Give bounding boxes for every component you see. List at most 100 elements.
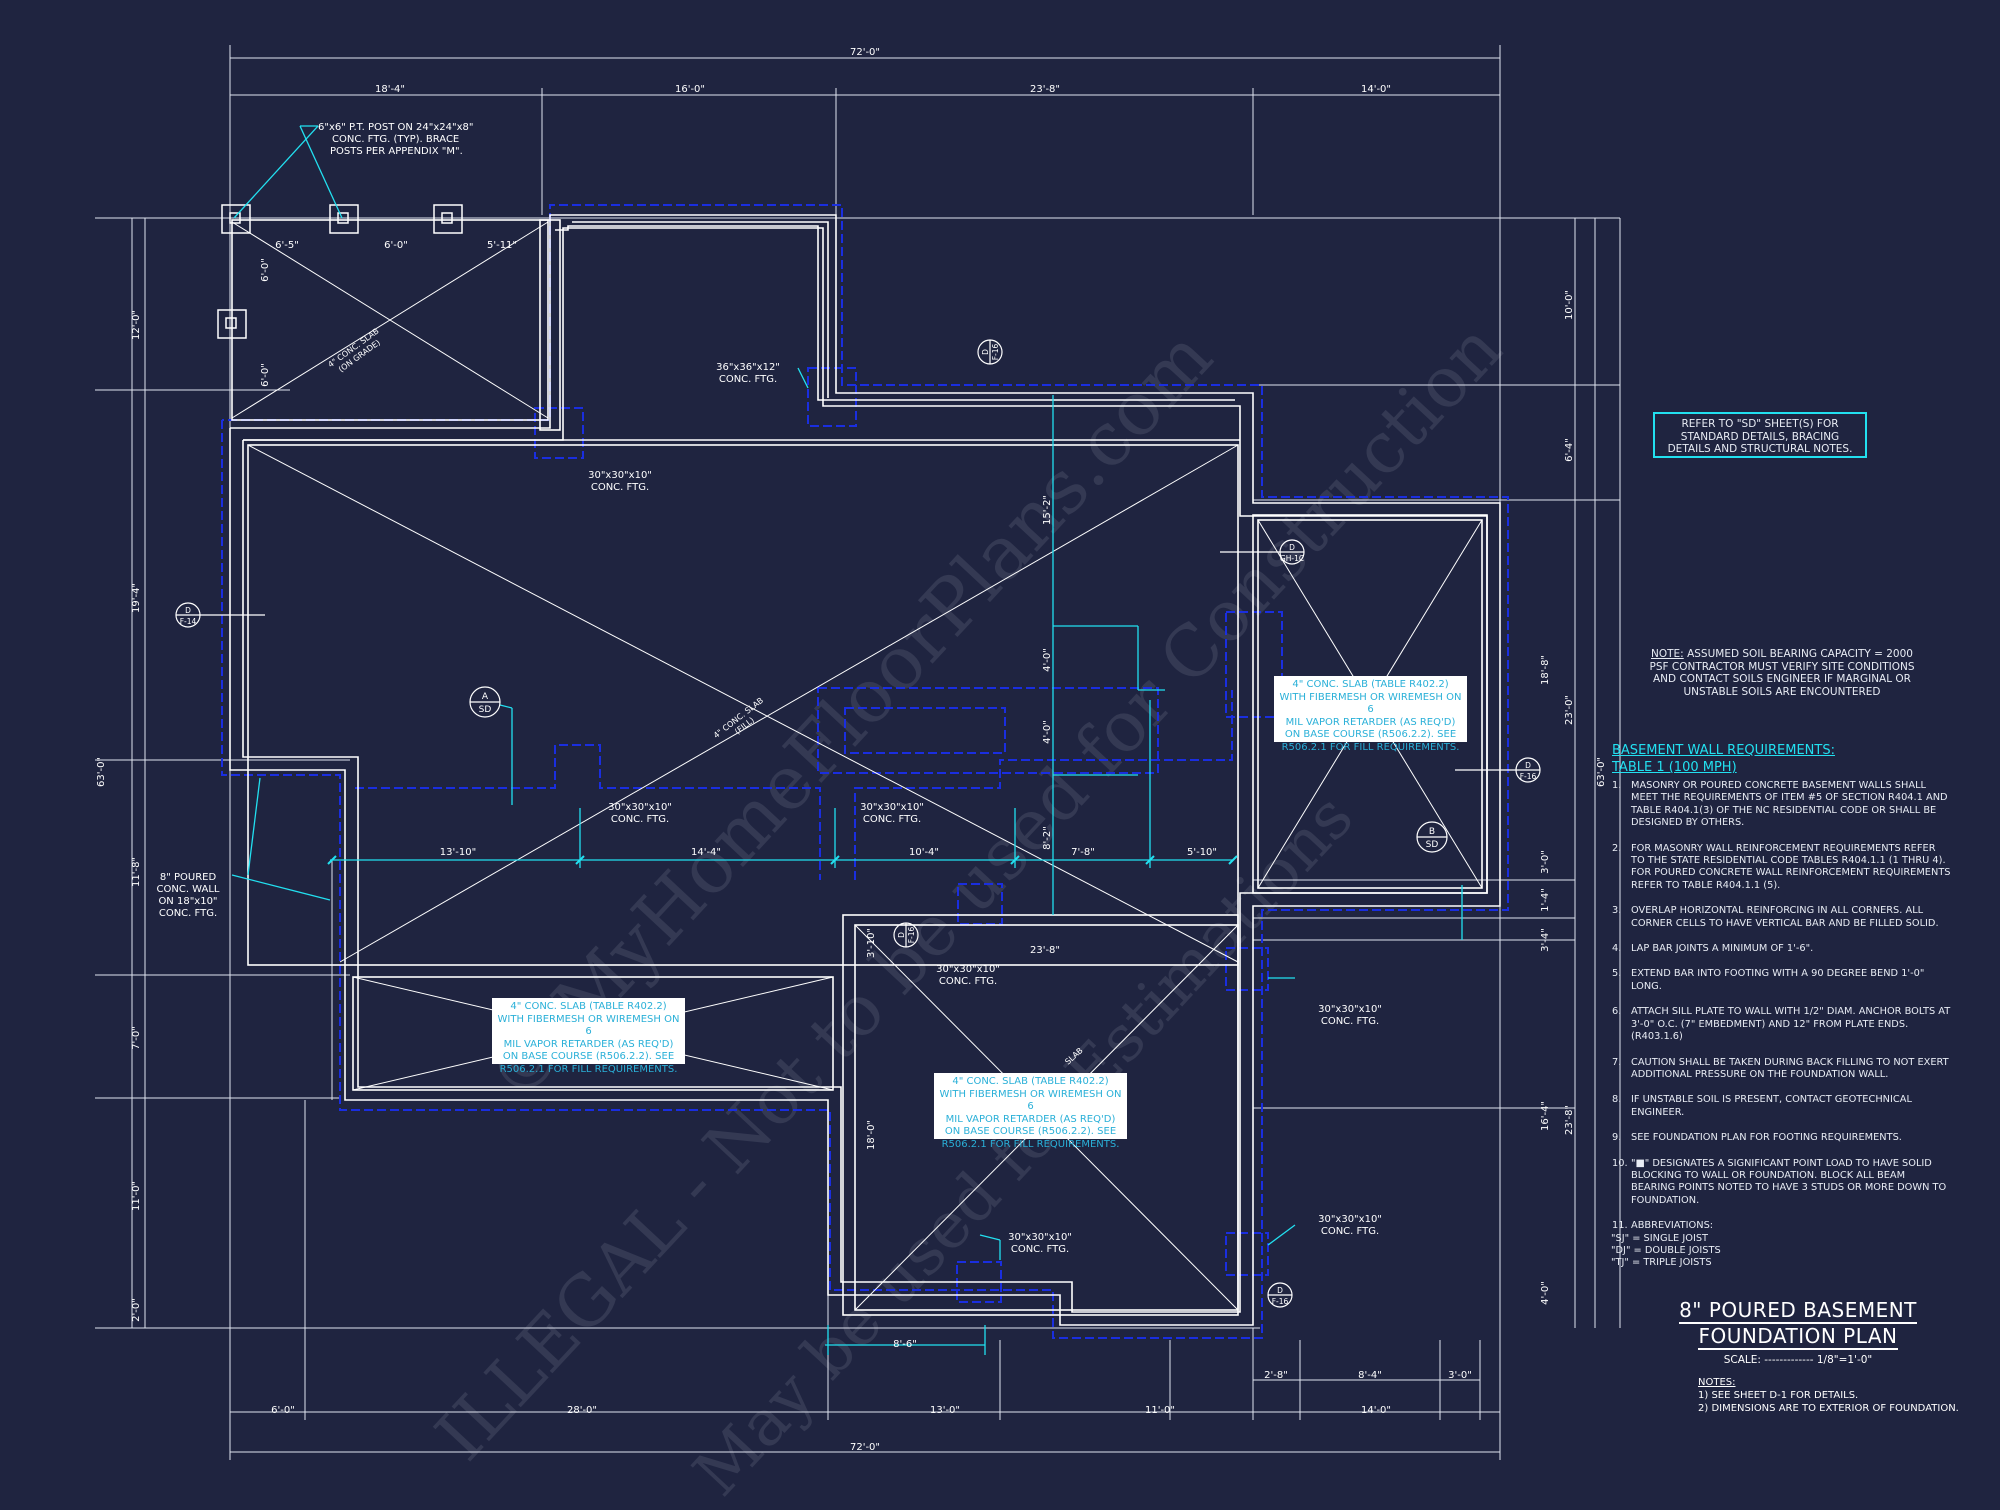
dim-int-q: 18'-0" bbox=[866, 1120, 877, 1150]
slab-note-line: MIL VAPOR RETARDER (AS REQ'D) bbox=[945, 1113, 1116, 1125]
wall-callout-3: ON 18"x10" bbox=[158, 896, 217, 907]
slab-note-right: 4" CONC. SLAB (TABLE R402.2) WITH FIBERM… bbox=[1274, 676, 1467, 753]
item-text: MASONRY OR POURED CONCRETE BASEMENT WALL… bbox=[1631, 780, 1948, 829]
slab-note-line: R506.2.1 FOR FILL REQUIREMENTS. bbox=[499, 1063, 678, 1075]
ftg-30-callout-b2: CONC. FTG. bbox=[611, 814, 669, 825]
dim-bottom-overall: 72'-0" bbox=[850, 1442, 880, 1453]
dim-int-n: 8'-2" bbox=[1042, 826, 1053, 850]
wall-requirements-list: 1. MASONRY OR POURED CONCRETE BASEMENT WA… bbox=[1612, 780, 1952, 1233]
dim-int-m: 4'-0" bbox=[1042, 720, 1053, 744]
section-1-letter: D bbox=[185, 606, 191, 615]
refbox-line: DETAILS AND STRUCTURAL NOTES. bbox=[1667, 443, 1853, 455]
section-1-sheet: F-14 bbox=[180, 617, 197, 626]
ftg-30-callout-f2: CONC. FTG. bbox=[1321, 1226, 1379, 1237]
dim-int-b: 6'-0" bbox=[384, 240, 408, 251]
wall-requirements-subheading: TABLE 1 (100 MPH) bbox=[1612, 760, 1737, 775]
dim-right-3: 18'-8" bbox=[1540, 655, 1551, 685]
drawing-scale: SCALE: ------------- 1/8"=1'-0" bbox=[1723, 1354, 1873, 1366]
section-4-letter: D bbox=[1525, 761, 1531, 770]
ftg-30-callout-g2: CONC. FTG. bbox=[1011, 1244, 1069, 1255]
slab-note-left: 4" CONC. SLAB (TABLE R402.2) WITH FIBERM… bbox=[492, 998, 685, 1075]
dim-bottom-r2: 8'-4" bbox=[1358, 1370, 1382, 1381]
ftg-36-callout-1: 36"x36"x12" bbox=[716, 362, 780, 373]
item-number: 10. bbox=[1612, 1157, 1628, 1169]
dim-right-2: 6'-4" bbox=[1564, 438, 1575, 462]
slab-note-line: WITH FIBERMESH OR WIREMESH ON 6 bbox=[497, 1013, 680, 1038]
soil-note-line-4: UNSTABLE SOILS ARE ENCOUNTERED bbox=[1683, 685, 1881, 698]
wall-callout-2: CONC. WALL bbox=[157, 884, 220, 895]
list-item: 3. OVERLAP HORIZONTAL REINFORCING IN ALL … bbox=[1612, 905, 1952, 930]
item-text: CAUTION SHALL BE TAKEN DURING BACK FILLI… bbox=[1631, 1056, 1949, 1080]
dim-top-2: 16'-0" bbox=[675, 84, 705, 95]
item-text: OVERLAP HORIZONTAL REINFORCING IN ALL CO… bbox=[1631, 905, 1939, 929]
post-callout-1: 6"x6" P.T. POST ON 24"x24"x8" bbox=[318, 122, 473, 133]
dim-int-c: 5'-11" bbox=[487, 240, 517, 251]
post-footings bbox=[217, 204, 463, 339]
dim-int-a: 6'-5" bbox=[275, 240, 299, 251]
item-number: 4. bbox=[1612, 943, 1622, 955]
dim-right-10: 4'-0" bbox=[1540, 1281, 1551, 1305]
section-2-sheet: F-16 bbox=[991, 343, 1000, 360]
section-5-letter: D bbox=[1277, 1286, 1283, 1295]
dim-bottom-2: 28'-0" bbox=[567, 1405, 597, 1416]
title-line-2: FOUNDATION PLAN bbox=[1698, 1324, 1898, 1350]
list-item: 9.SEE FOUNDATION PLAN FOR FOOTING REQUIR… bbox=[1612, 1132, 1952, 1144]
dim-bottom-r1: 2'-8" bbox=[1264, 1370, 1288, 1381]
section-3-letter: D bbox=[1289, 543, 1295, 552]
dim-int-k: 15'-2" bbox=[1042, 495, 1053, 525]
dim-int-o: 23'-8" bbox=[1030, 945, 1060, 956]
title-note-2: 2) DIMENSIONS ARE TO EXTERIOR OF FOUNDAT… bbox=[1698, 1403, 1959, 1414]
dim-top-4: 14'-0" bbox=[1361, 84, 1391, 95]
ftg-30-callout-a1: 30"x30"x10" bbox=[588, 470, 652, 481]
dim-left-6: 2'-0" bbox=[131, 1298, 142, 1322]
slab-note-line: ON BASE COURSE (R506.2.2). SEE bbox=[1284, 729, 1457, 740]
slab-note-line: ON BASE COURSE (R506.2.2). SEE bbox=[944, 1126, 1117, 1137]
soil-note-line-3: AND CONTACT SOILS ENGINEER IF MARGINAL O… bbox=[1653, 673, 1911, 685]
section-6-letter: D bbox=[897, 932, 906, 938]
item-number: 5. bbox=[1612, 968, 1622, 980]
section-3-sheet: GH-1C bbox=[1280, 554, 1304, 563]
dim-right-7: 3'-4" bbox=[1540, 928, 1551, 952]
slab-note-line: 4" CONC. SLAB (TABLE R402.2) bbox=[510, 1001, 667, 1012]
dim-ticks bbox=[327, 855, 1238, 865]
dim-right-5: 3'-0" bbox=[1540, 850, 1551, 874]
drawing-title-block: 8" POURED BASEMENT FOUNDATION PLAN SCALE… bbox=[1668, 1298, 1928, 1366]
dim-int-g: 14'-4" bbox=[691, 847, 721, 858]
foundation-walls bbox=[229, 214, 1501, 1326]
section-6-sheet: F-16 bbox=[907, 926, 916, 943]
dim-left-5: 11'-0" bbox=[131, 1181, 142, 1211]
dim-right-4: 23'-0" bbox=[1564, 695, 1575, 725]
sd-reference-box: REFER TO "SD" SHEET(S) FOR STANDARD DETA… bbox=[1653, 412, 1867, 458]
annotation-leaders bbox=[231, 125, 1463, 1355]
dim-int-j: 5'-10" bbox=[1187, 847, 1217, 858]
item-number: 3. bbox=[1612, 905, 1622, 917]
slab-note-line: WITH FIBERMESH OR WIREMESH ON 6 bbox=[939, 1088, 1122, 1113]
dim-left-3: 11'-8" bbox=[131, 857, 142, 887]
slab-note-line: MIL VAPOR RETARDER (AS REQ'D) bbox=[1285, 716, 1456, 728]
post-callout-3: POSTS PER APPENDIX "M". bbox=[330, 146, 463, 157]
ftg-30-callout-f1: 30"x30"x10" bbox=[1318, 1214, 1382, 1225]
ftg-30-callout-d2: CONC. FTG. bbox=[939, 976, 997, 987]
grid-lines bbox=[95, 45, 1621, 1460]
item-text: ABBREVIATIONS: bbox=[1631, 1220, 1714, 1232]
refbox-line: REFER TO "SD" SHEET(S) FOR bbox=[1681, 418, 1839, 430]
slab-note-line: 4" CONC. SLAB (TABLE R402.2) bbox=[952, 1076, 1109, 1087]
list-item: 6.ATTACH SILL PLATE TO WALL WITH 1/2" DI… bbox=[1612, 1006, 1952, 1043]
section-2-letter: D bbox=[981, 349, 990, 355]
refbox-line: STANDARD DETAILS, BRACING bbox=[1680, 430, 1840, 443]
item-number: 1. bbox=[1612, 780, 1622, 791]
title-note-1: 1) SEE SHEET D-1 FOR DETAILS. bbox=[1698, 1390, 1859, 1401]
item-text: IF UNSTABLE SOIL IS PRESENT, CONTACT GEO… bbox=[1631, 1094, 1912, 1118]
dim-top-3: 23'-8" bbox=[1030, 84, 1060, 95]
abbreviations: "SJ" = SINGLE JOIST "DJ" = DOUBLE JOISTS… bbox=[1611, 1233, 1952, 1270]
list-item: 7. CAUTION SHALL BE TAKEN DURING BACK FIL… bbox=[1612, 1057, 1952, 1082]
slab-note-line: 4" CONC. SLAB (TABLE R402.2) bbox=[1292, 679, 1449, 690]
item-text: ATTACH SILL PLATE TO WALL WITH 1/2" DIAM… bbox=[1631, 1006, 1951, 1043]
item-number: 11. bbox=[1612, 1220, 1628, 1232]
ftg-30-callout-g1: 30"x30"x10" bbox=[1008, 1232, 1072, 1243]
slab-note-line: R506.2.1 FOR FILL REQUIREMENTS. bbox=[1281, 741, 1460, 753]
item-number: 7. bbox=[1612, 1056, 1622, 1068]
detail-a-letter: A bbox=[482, 692, 489, 702]
slab-note-line: ON BASE COURSE (R506.2.2). SEE bbox=[502, 1051, 675, 1062]
item-number: 9. bbox=[1612, 1132, 1622, 1144]
